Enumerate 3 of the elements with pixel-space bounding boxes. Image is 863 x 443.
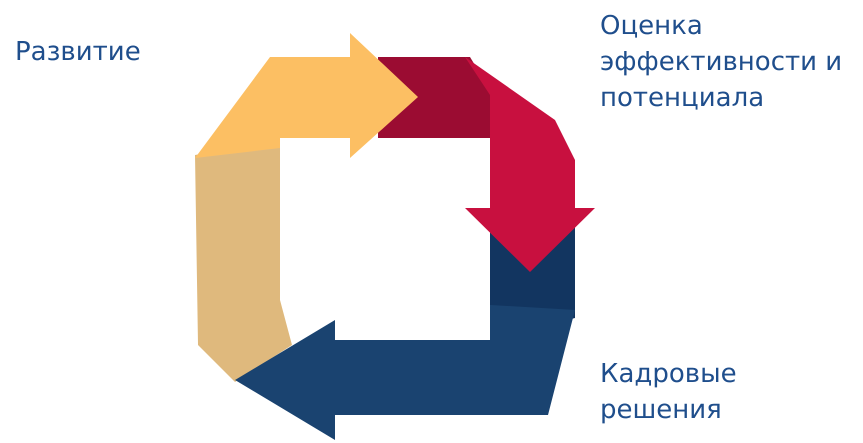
stage-label: Оценка эффективности и потенциала bbox=[600, 10, 844, 115]
stage-label: Кадровые решения bbox=[600, 358, 738, 427]
stage-label: Развитие bbox=[15, 36, 142, 69]
